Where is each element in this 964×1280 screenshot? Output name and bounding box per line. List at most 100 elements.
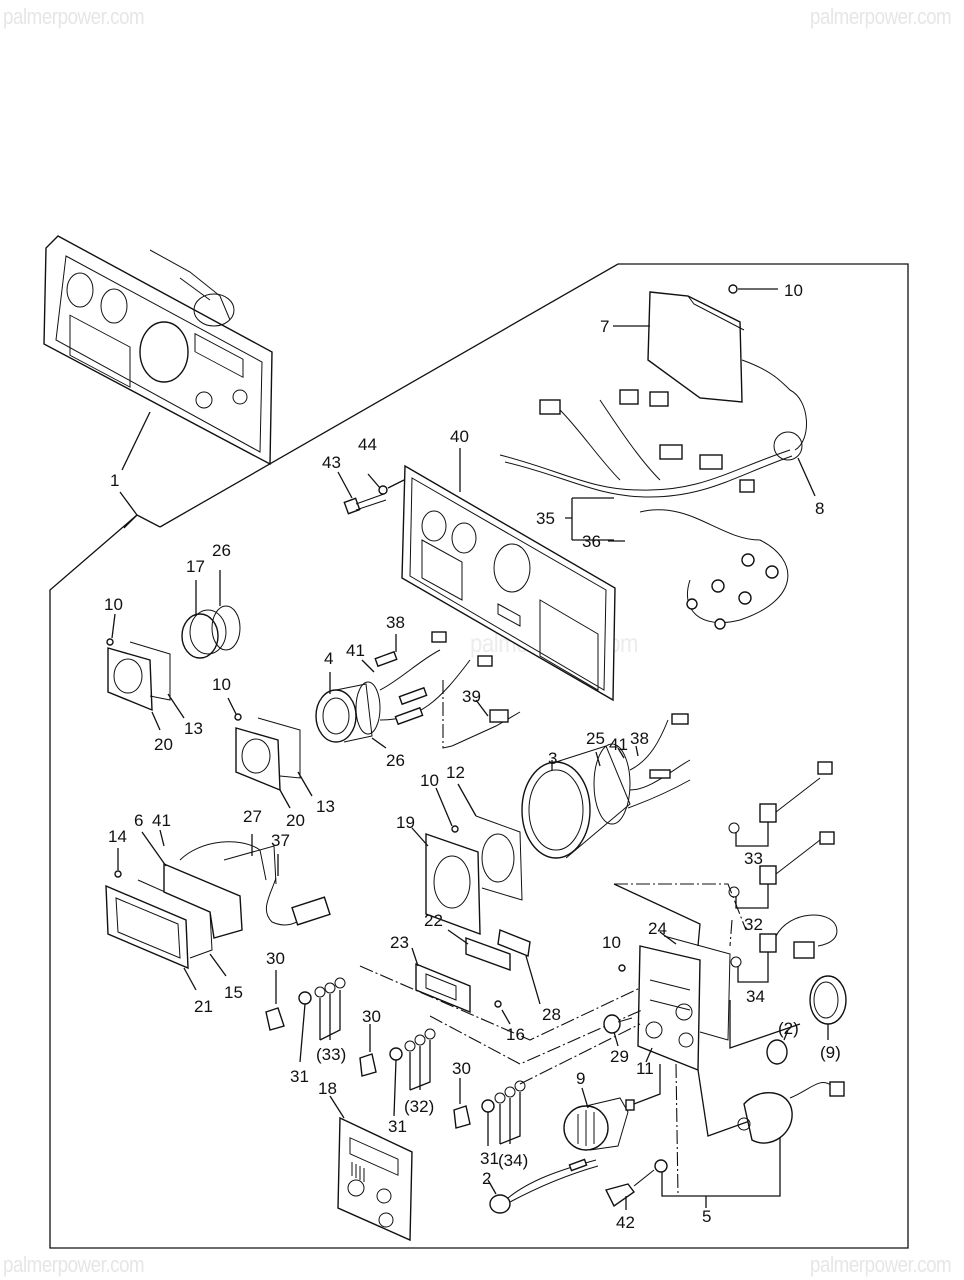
callout-23: 23	[390, 933, 409, 952]
leader-10c	[227, 697, 237, 715]
part-8-tie	[773, 431, 803, 461]
leader-8	[797, 457, 816, 497]
callout-30c: 30	[452, 1059, 471, 1078]
part-9p-ring	[809, 975, 847, 1025]
callout-44: 44	[358, 435, 377, 454]
callout-21: 21	[194, 997, 213, 1016]
part-26a-oring	[211, 605, 241, 651]
leader-42-line	[633, 1169, 655, 1187]
part-24-switch-panel	[637, 935, 731, 1072]
callout-26b: 26	[386, 751, 405, 770]
callout-10c: 10	[212, 675, 231, 694]
leader-19	[411, 827, 429, 847]
callout-13b: 13	[316, 797, 335, 816]
callout-20a: 20	[154, 735, 173, 754]
callout-17: 17	[186, 557, 205, 576]
leader-11-buzzer	[633, 1064, 661, 1105]
leader-21	[183, 967, 197, 991]
screw-10d-icon	[451, 825, 459, 833]
leader-44	[367, 473, 381, 489]
callout-41b: 41	[609, 735, 628, 754]
callout-27: 27	[243, 807, 262, 826]
callout-9: 9	[576, 1069, 585, 1088]
callout-31b: 31	[388, 1117, 407, 1136]
watermark-top-left: palmerpower.com	[3, 4, 145, 29]
part-33-switch	[728, 761, 833, 834]
frame-notch	[119, 491, 161, 529]
callout-32: 32	[744, 915, 763, 934]
callout-20b: 20	[286, 811, 305, 830]
leader-31b	[393, 1059, 397, 1117]
callout-22: 22	[424, 911, 443, 930]
leader-38b	[635, 745, 639, 757]
callout-41a: 41	[346, 641, 365, 660]
leader-6	[141, 831, 167, 867]
leader-13a	[167, 693, 185, 719]
part-6-indicator-module	[105, 841, 331, 970]
callout-24: 24	[648, 919, 667, 938]
part-9-buzzer	[563, 1097, 635, 1151]
callout-25: 25	[586, 729, 605, 748]
part-4-gauge	[315, 631, 493, 743]
leader-41a	[361, 659, 375, 673]
callout-43: 43	[322, 453, 341, 472]
callout-30a: 30	[266, 949, 285, 968]
part-20a-bezel	[107, 641, 171, 712]
watermark-bottom-left: palmerpower.com	[3, 1252, 145, 1277]
part-3-gauge	[521, 713, 691, 859]
part-5-nut	[654, 1159, 668, 1173]
callout-10e: 10	[602, 933, 621, 952]
callout-1: 1	[110, 471, 119, 490]
callout-19: 19	[396, 813, 415, 832]
callout-38a: 38	[386, 613, 405, 632]
part-31c-cap-and-washers	[481, 1080, 526, 1113]
part-16-screw	[494, 1000, 502, 1008]
callout-2: 2	[482, 1169, 491, 1188]
callout-6: 6	[134, 811, 143, 830]
callout-26a: 26	[212, 541, 231, 560]
part-43-bolt	[343, 493, 387, 515]
leader-33	[735, 822, 769, 847]
callout-30b: 30	[362, 1007, 381, 1026]
callout-31c: 31	[480, 1149, 499, 1168]
leader-2	[487, 1179, 497, 1195]
callout-36: 36	[582, 532, 601, 551]
screw-10a-icon	[728, 284, 738, 294]
leader-20b	[279, 789, 291, 809]
leader-15	[209, 953, 227, 977]
part-31a-cap-and-washers	[298, 977, 346, 1005]
watermark-top-right: palmerpower.com	[810, 4, 952, 29]
connection-line-2p	[729, 1000, 801, 1049]
leader-31a	[299, 1003, 306, 1063]
part-39-cable	[451, 709, 521, 747]
leader-34p	[499, 1092, 521, 1145]
callout-8: 8	[815, 499, 824, 518]
part-42-clip	[604, 1183, 635, 1208]
part-2-switch	[489, 1158, 599, 1214]
leader-23	[411, 947, 419, 967]
connection-box	[613, 883, 701, 947]
callout-35: 35	[536, 509, 555, 528]
callout-16: 16	[506, 1025, 525, 1044]
callout-10b: 10	[104, 595, 123, 614]
part-35-wire-harness	[499, 389, 793, 630]
part-18-faceplate	[337, 1116, 413, 1242]
leader-13b	[297, 771, 313, 797]
part-30a-knob	[265, 1007, 285, 1031]
callout-15: 15	[224, 983, 243, 1002]
leader-18	[329, 1095, 345, 1119]
part-5-sender	[737, 1081, 845, 1144]
part-2p-nut	[766, 1039, 788, 1065]
screw-10e-icon	[618, 964, 626, 972]
callout-39: 39	[462, 687, 481, 706]
part-34-switch	[730, 914, 838, 968]
leader-11	[645, 1047, 653, 1063]
dash-4-39	[442, 680, 453, 749]
leader-33p	[319, 990, 341, 1041]
callout-10a: 10	[784, 281, 803, 300]
part-9p-ring-inner	[813, 981, 839, 1019]
callout-14: 14	[108, 827, 127, 846]
leader-9	[581, 1087, 589, 1109]
leader-5	[661, 1138, 781, 1208]
